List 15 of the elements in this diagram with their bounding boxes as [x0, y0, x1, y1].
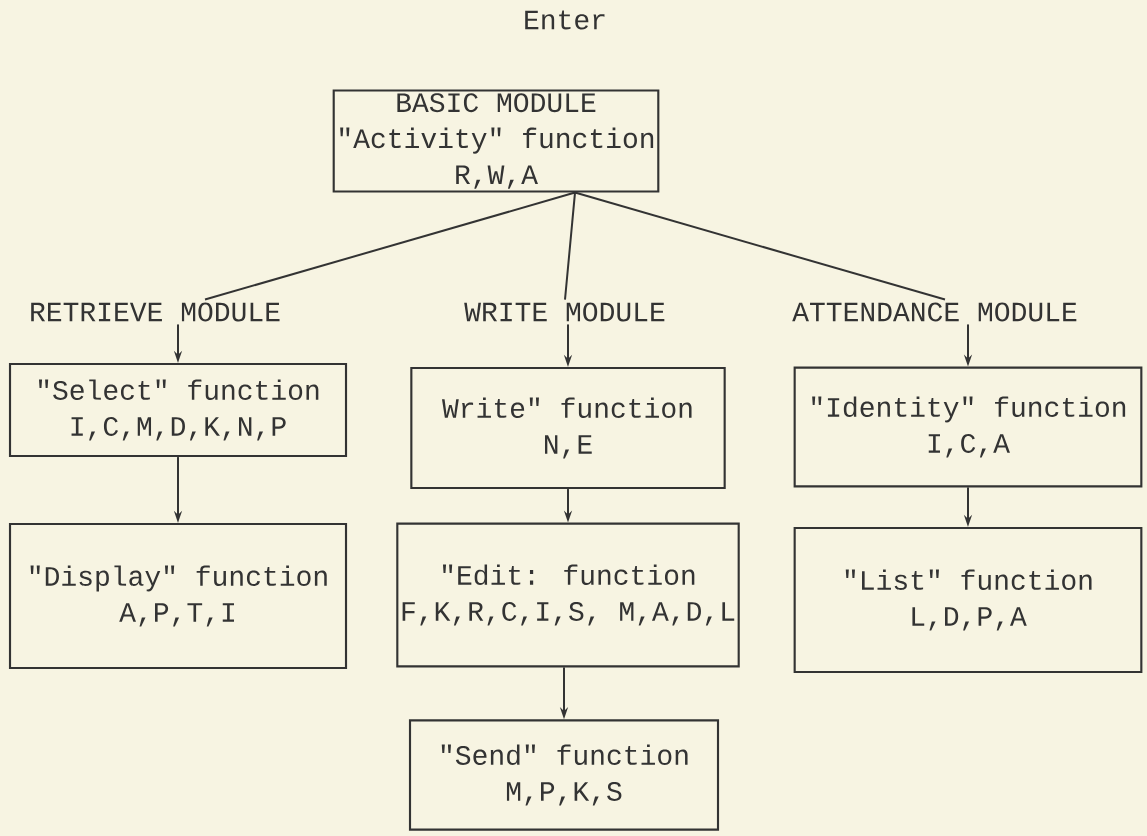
function-box: "Display" function A,P,T,I	[8, 522, 348, 670]
function-box: BASIC MODULE "Activity" function R,W,A	[332, 89, 660, 193]
function-box: "Send" function M,P,K,S	[408, 719, 720, 831]
function-box: "Select" function I,C,M,D,K,N,P	[8, 362, 348, 458]
function-box: "Edit: function F,K,R,C,I,S, M,A,D,L	[396, 522, 740, 668]
connector-line	[564, 191, 576, 301]
function-box: "List" function L,D,P,A	[793, 526, 1143, 674]
label-text: Enter	[525, 10, 605, 30]
module-label: WRITE MODULE	[464, 302, 665, 322]
connector-line	[574, 191, 946, 301]
connector-line	[204, 191, 576, 301]
module-label: RETRIEVE MODULE	[31, 302, 280, 322]
function-box: "Identity" function I,C,A	[793, 366, 1143, 488]
module-label: ATTENDANCE MODULE	[792, 302, 1077, 322]
function-box: Write" function N,E	[410, 366, 726, 490]
